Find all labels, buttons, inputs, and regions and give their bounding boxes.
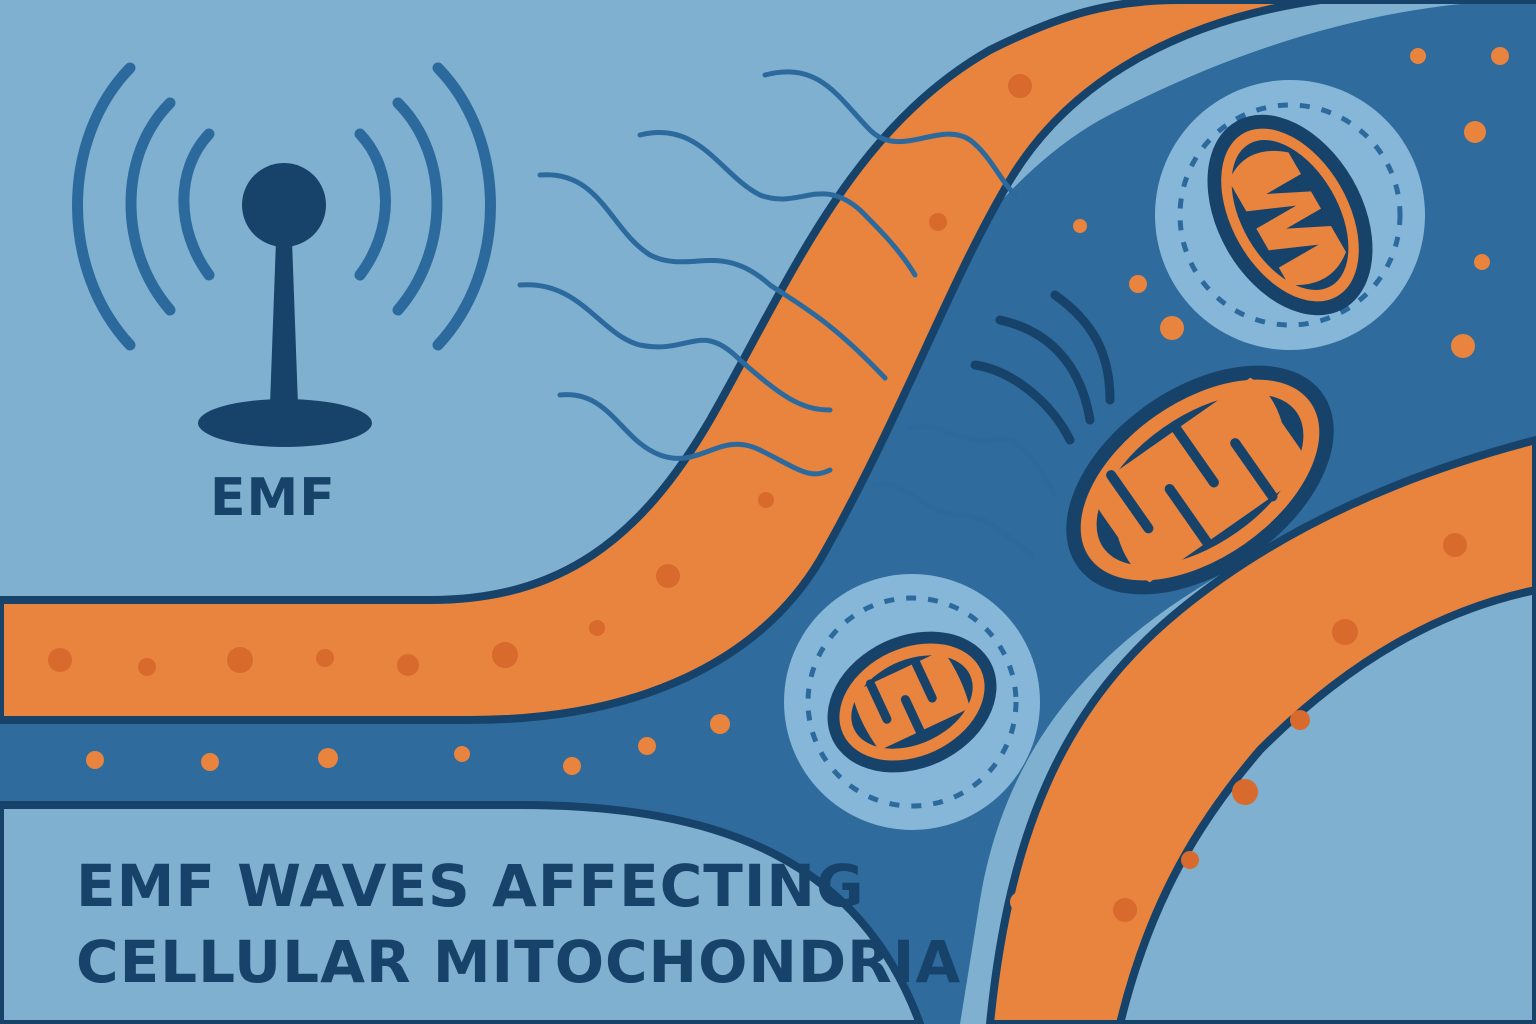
- title-line-1: EMF WAVES AFFECTING: [76, 852, 865, 920]
- wavy-emf-lines: [517, 69, 1058, 558]
- title: EMF WAVES AFFECTING CELLULAR MITOCHONDRI…: [76, 848, 961, 1000]
- mitochondrion-3: [784, 574, 1040, 830]
- membrane-dots: [48, 74, 1467, 922]
- title-line-2: CELLULAR MITOCHONDRIA: [76, 928, 962, 996]
- extracellular-bottom: [0, 801, 925, 1024]
- antenna-icon: [198, 163, 372, 447]
- membrane-upper: [0, 0, 1536, 724]
- cytoplasm-dots: [86, 47, 1509, 912]
- mitochondrion-2: [1066, 365, 1334, 595]
- mitochondrion-1: [1155, 80, 1425, 350]
- emf-label: EMF: [210, 468, 336, 528]
- signal-arcs: [72, 62, 496, 351]
- internal-arcs: [970, 290, 1115, 445]
